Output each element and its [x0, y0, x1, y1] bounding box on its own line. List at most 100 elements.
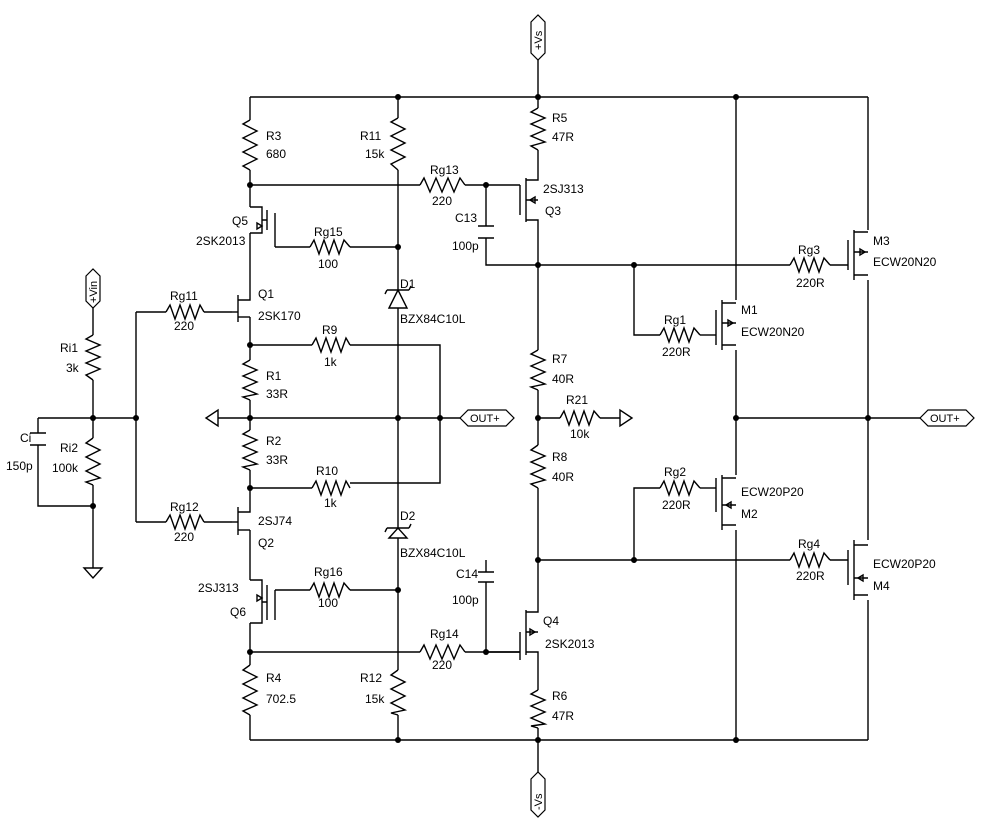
mosfet-m4: [847, 540, 868, 600]
zener-d2: [384, 518, 412, 548]
label-rg1-ref: Rg1: [664, 313, 686, 327]
resistor-r6: [529, 689, 548, 729]
label-q5-part: 2SK2013: [196, 234, 246, 248]
resistor-r5: [529, 107, 548, 151]
label-ci-value: 150p: [6, 459, 33, 473]
label-r12-value: 15k: [365, 692, 385, 706]
resistor-rg15: [309, 237, 351, 257]
label-rg3-value: 220R: [796, 276, 825, 290]
jfet-q1: [232, 295, 251, 322]
label-r21-value: 10k: [570, 427, 590, 441]
ground-symbol-input: [82, 567, 104, 580]
label-q3-ref: Q3: [545, 204, 561, 218]
label-r1-value: 33R: [266, 387, 288, 401]
resistor-r21: [559, 408, 601, 428]
resistor-r4: [241, 664, 259, 716]
resistor-r12: [389, 669, 408, 716]
resistor-rg1: [659, 325, 701, 345]
label-m2-part: ECW20P20: [741, 485, 804, 499]
label-rg2-value: 220R: [662, 498, 691, 512]
label-m3-part: ECW20N20: [873, 255, 937, 269]
label-q2-ref: Q2: [258, 536, 274, 550]
label-d1-ref: D1: [400, 277, 416, 291]
label-r6-value: 47R: [552, 709, 574, 723]
label-r11-ref: R11: [360, 129, 381, 143]
label-rg11-ref: Rg11: [170, 289, 198, 303]
resistor-rg14: [419, 643, 466, 661]
resistor-r7: [528, 349, 548, 391]
label-rg12-ref: Rg12: [170, 500, 199, 514]
svg-text:-Vs: -Vs: [533, 793, 545, 810]
label-r7-value: 40R: [552, 372, 574, 386]
label-r10-ref: R10: [316, 464, 338, 478]
label-c14-ref: C14: [456, 567, 478, 581]
resistor-r11: [389, 117, 407, 171]
label-r2-ref: R2: [266, 434, 282, 448]
label-r9-ref: R9: [322, 323, 338, 337]
label-d2-part: BZX84C10L: [400, 546, 466, 560]
label-r1-ref: R1: [266, 369, 282, 383]
capacitor-c13: [478, 225, 494, 239]
label-rg12-value: 220: [174, 530, 194, 544]
label-q2-part: 2SJ74: [258, 514, 292, 528]
label-m4-ref: M4: [873, 579, 890, 593]
mosfet-m2: [715, 475, 736, 530]
label-rg1-value: 220R: [662, 345, 691, 359]
resistor-rg16: [309, 580, 351, 600]
label-r3-value: 680: [266, 147, 286, 161]
mosfet-q4: [519, 610, 539, 660]
resistor-rg12: [165, 512, 205, 532]
label-rg16-value: 100: [318, 596, 338, 610]
capacitor-c14: [478, 571, 494, 583]
port-vs-neg: -Vs: [530, 771, 546, 818]
label-rg2-ref: Rg2: [664, 465, 686, 479]
resistor-rg2: [659, 478, 701, 498]
label-ri2-value: 100k: [52, 461, 79, 475]
label-r7-ref: R7: [552, 352, 568, 366]
label-ri1-ref: Ri1: [60, 341, 78, 355]
label-rg13-ref: Rg13: [430, 163, 459, 177]
resistor-r8: [529, 444, 548, 489]
ground-symbol-r21: [619, 408, 634, 428]
label-rg13-value: 220: [432, 194, 452, 208]
jfet-q2: [232, 507, 251, 535]
svg-text:+Vin: +Vin: [88, 281, 100, 303]
label-q6-part: 2SJ313: [198, 581, 239, 595]
label-r9-value: 1k: [324, 355, 338, 369]
label-ri1-value: 3k: [66, 361, 80, 375]
label-ri2-ref: Ri2: [60, 441, 78, 455]
ground-symbol-left: [204, 408, 219, 428]
mosfet-q5: [250, 206, 276, 247]
capacitor-ci: [30, 432, 46, 446]
label-c13-value: 100p: [452, 239, 479, 253]
label-q6-ref: Q6: [230, 605, 246, 619]
label-c13-ref: C13: [455, 211, 477, 225]
label-r3-ref: R3: [266, 129, 282, 143]
label-r6-ref: R6: [552, 689, 568, 703]
label-q1-part: 2SK170: [258, 309, 301, 323]
label-r8-value: 40R: [552, 470, 574, 484]
port-vin: +Vin: [85, 268, 101, 309]
port-out-right: OUT+: [919, 409, 975, 427]
label-rg3-ref: Rg3: [798, 243, 820, 257]
resistor-rg3: [789, 255, 831, 275]
resistor-r1: [240, 359, 260, 401]
label-r21-ref: R21: [566, 393, 588, 407]
label-m3-ref: M3: [873, 234, 890, 248]
label-r5-ref: R5: [552, 111, 568, 125]
label-q1-ref: Q1: [258, 287, 274, 301]
label-r12-ref: R12: [360, 671, 382, 685]
resistor-r2: [240, 429, 260, 471]
label-q4-part: 2SK2013: [545, 637, 595, 651]
label-rg4-ref: Rg4: [798, 537, 820, 551]
mosfet-m3: [847, 230, 868, 280]
label-r4-value: 702.5: [266, 692, 296, 706]
label-m1-part: ECW20N20: [741, 325, 805, 339]
mosfet-q6: [250, 579, 276, 624]
label-r4-ref: R4: [266, 671, 282, 685]
label-r2-value: 33R: [266, 453, 288, 467]
resistor-rg13: [419, 176, 466, 194]
label-rg15-ref: Rg15: [314, 225, 343, 239]
label-r5-value: 47R: [552, 130, 574, 144]
